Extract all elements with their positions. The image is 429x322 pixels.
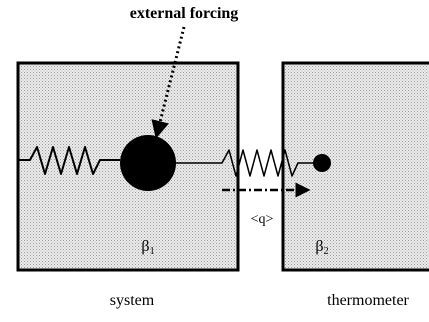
system-spring [18,146,120,175]
system-temperature-label: β1 [141,238,154,257]
heat-flow-label: <q> [251,212,274,227]
coupling-spring [176,149,316,177]
thermometer-temperature-subscript: 2 [324,246,329,257]
system-temperature-subscript: 1 [150,246,155,257]
system-temperature-symbol: β [141,238,149,255]
external-forcing-label: external forcing [130,5,239,22]
system-particle [120,135,176,191]
system-label: system [110,292,155,309]
thermometer-particle [313,154,331,172]
thermometer-temperature-symbol: β [315,238,323,255]
thermometer-label: thermometer [327,292,409,309]
thermometer-box [281,61,429,272]
thermometer-temperature-label: β2 [315,238,328,257]
